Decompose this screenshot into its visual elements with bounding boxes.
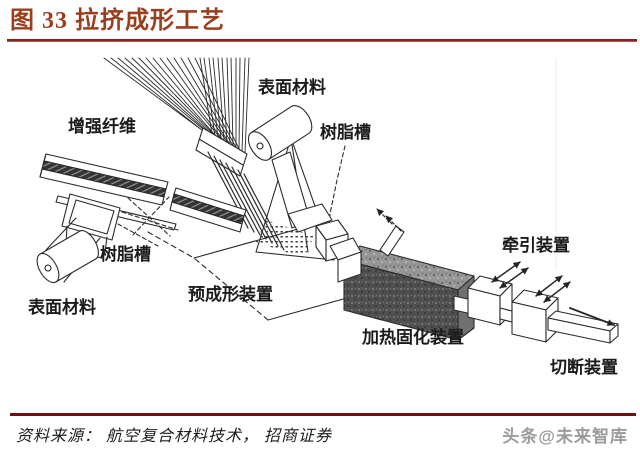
label-heating-curing-device: 加热固化装置 <box>361 327 464 347</box>
heating-curing-block <box>329 208 475 341</box>
cut-product-bar <box>547 307 619 344</box>
source-note: 资料来源： 航空复合材料技术， 招商证券 <box>16 428 333 445</box>
exit-direction-arrow <box>569 307 615 326</box>
surface-material-roller-left <box>36 230 99 284</box>
title-divider <box>7 39 637 42</box>
label-preforming-device: 预成形装置 <box>188 284 273 304</box>
fiber-band <box>207 151 285 251</box>
watermark: 头条@未来智库 <box>502 427 628 446</box>
label-cutting-device: 切断装置 <box>550 357 618 377</box>
guide-plate <box>195 127 248 177</box>
figure-footer: 资料来源： 航空复合材料技术， 招商证券 头条@未来智库 <box>0 413 640 447</box>
mesh-screen <box>256 220 314 258</box>
label-pulling-device: 牵引装置 <box>502 235 570 255</box>
fiber-fan <box>103 57 250 158</box>
label-reinforcing-fiber: 增强纤维 <box>68 116 136 136</box>
diagram-area: 增强纤维 表面材料 树脂槽 树脂槽 表面材料 预成形装置 加热固化装置 牵引装置… <box>0 46 640 412</box>
guide-bar-inner <box>169 187 247 233</box>
figure-header: 图 33 拉挤成形工艺 <box>0 0 640 42</box>
label-surface-material-top: 表面材料 <box>258 77 326 97</box>
resin-tank-left-shape <box>45 193 179 283</box>
diagram-labels: 增强纤维 表面材料 树脂槽 树脂槽 表面材料 预成形装置 加热固化装置 牵引装置… <box>28 77 618 377</box>
figure-title: 图 33 拉挤成形工艺 <box>10 8 225 34</box>
footer-divider <box>10 413 636 416</box>
pultrusion-diagram: 增强纤维 表面材料 树脂槽 树脂槽 表面材料 预成形装置 加热固化装置 牵引装置… <box>28 57 619 377</box>
label-resin-tank-right: 树脂槽 <box>320 122 371 142</box>
label-resin-tank-left: 树脂槽 <box>100 244 151 264</box>
pulling-cubes <box>453 275 559 343</box>
reciprocating-arrows <box>491 261 571 303</box>
label-surface-material-left: 表面材料 <box>28 297 96 317</box>
surface-material-roller-top <box>247 105 333 233</box>
